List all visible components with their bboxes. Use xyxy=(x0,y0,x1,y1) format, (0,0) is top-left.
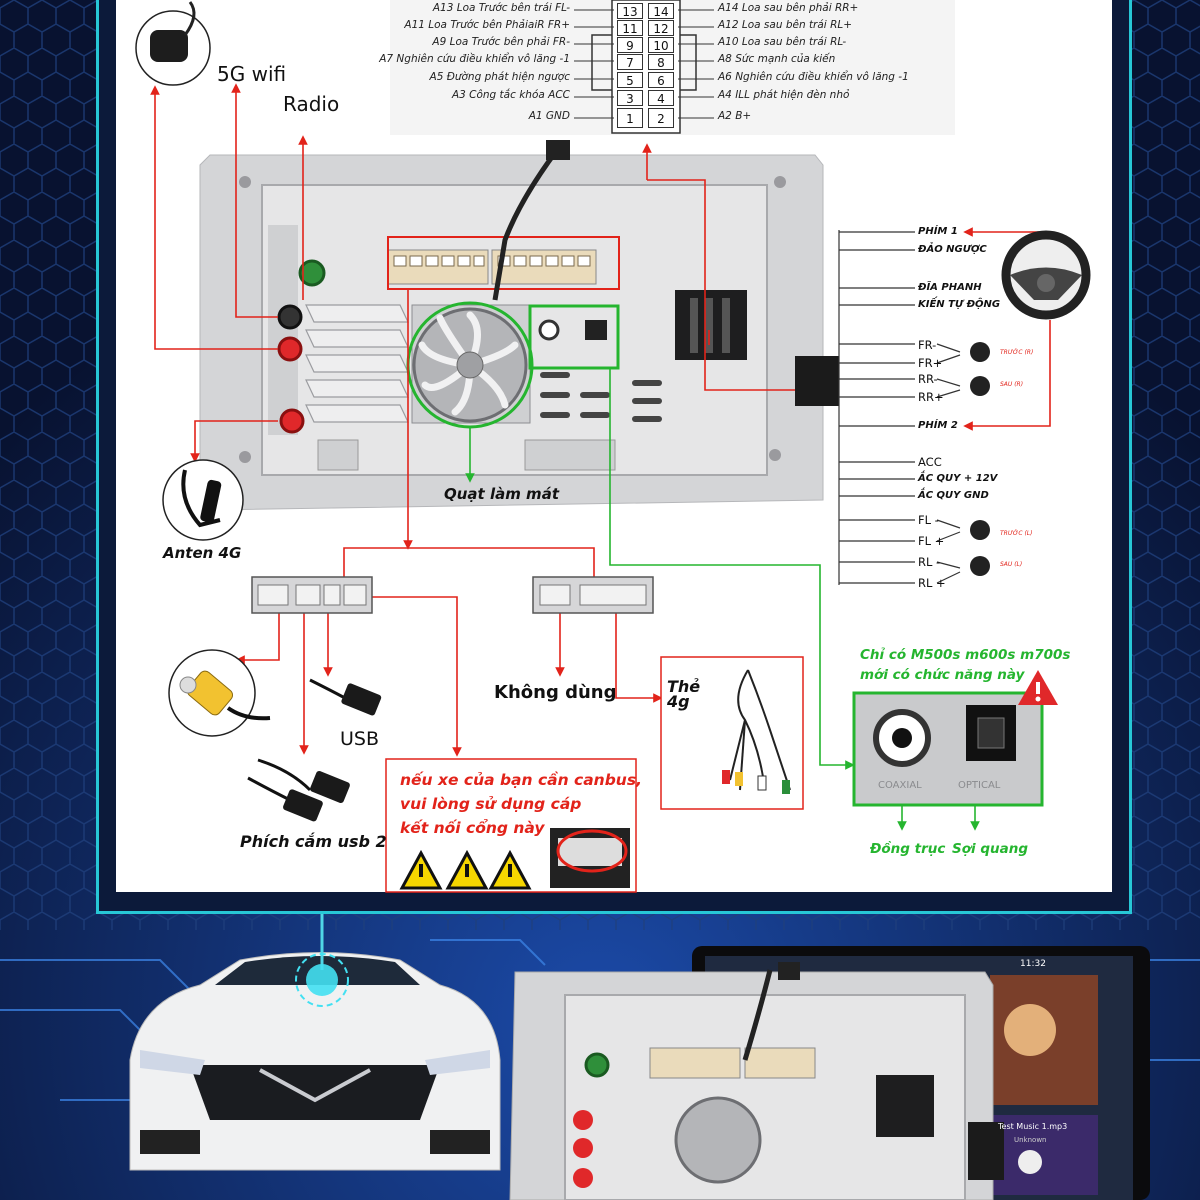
pin-label-a5: A5 Đường phát hiện ngược xyxy=(429,71,570,83)
harness-fr-minus: FR- xyxy=(918,338,937,352)
pin-number: 4 xyxy=(648,90,674,106)
pin-label-a12: A12 Loa sau bên trái RL+ xyxy=(718,19,853,31)
pin-number: 2 xyxy=(648,108,674,128)
pin-number: 10 xyxy=(648,37,674,53)
coaxial-label: Đồng trục xyxy=(870,841,946,857)
radio-label: Radio xyxy=(283,92,340,116)
harness-rr-plus: RR+ xyxy=(918,390,944,404)
harness-fr-plus: FR+ xyxy=(918,356,943,370)
aux-connector-right xyxy=(532,576,654,614)
canbus-note-1: nếu xe của bạn cần canbus, xyxy=(400,771,642,789)
pin-label-a2: A2 B+ xyxy=(718,110,752,122)
harness-rl-plus: RL + xyxy=(918,576,946,590)
pin-number: 6 xyxy=(648,72,674,88)
optical-label: Sợi quang xyxy=(952,841,1028,857)
usb-label: USB xyxy=(340,728,380,750)
rca-plug-icon xyxy=(168,649,271,737)
4g-cable-box xyxy=(660,656,804,810)
aux-connector-left xyxy=(251,576,373,614)
pin-label-a8: A8 Sức mạnh của kiến xyxy=(718,53,836,65)
pin-number: 9 xyxy=(617,37,643,53)
pin-label-a3: A3 Công tắc khóa ACC xyxy=(451,89,570,101)
pin-label-a4: A4 ILL phát hiện đèn nhỏ xyxy=(718,89,850,101)
lte-antenna-label: Anten 4G xyxy=(163,544,242,562)
pin-label-a9: A9 Loa Trước bên phải FR- xyxy=(432,36,570,48)
pin-number: 1 xyxy=(617,108,643,128)
canbus-note-3: kết nối cổng này xyxy=(400,819,545,837)
lte-antenna-icon xyxy=(162,459,244,541)
4g-card-label-2: 4g xyxy=(667,692,690,711)
harness-acc: ACC xyxy=(918,455,942,469)
pin-number: 11 xyxy=(617,20,643,36)
harness-key2: PHÍM 2 xyxy=(918,420,958,431)
fan-label: Quạt làm mát xyxy=(444,485,559,503)
car-image xyxy=(129,952,501,1171)
head-unit-back-bottom xyxy=(509,962,1004,1200)
wifi-antenna-icon xyxy=(135,1,211,86)
pin-label-a10: A10 Loa sau bên trái RL- xyxy=(718,36,847,48)
steering-wheel-icon xyxy=(1001,230,1091,320)
harness-plug xyxy=(795,356,839,406)
pin-label-a13: A13 Loa Trước bên trái FL- xyxy=(432,2,570,14)
pin-label-a7: A7 Nghiên cứu điều khiển vô lăng -1 xyxy=(379,53,570,65)
pin-number: 7 xyxy=(617,54,643,70)
audio-out-highlight xyxy=(528,304,620,370)
harness-auto-antenna: KIẾN TỰ ĐỘNG xyxy=(918,299,1001,310)
screen-artist: Unknown xyxy=(1014,1136,1047,1144)
harness-reverse: ĐẢO NGƯỢC xyxy=(918,244,987,255)
pin-number: 3 xyxy=(617,90,643,106)
warning-icon xyxy=(399,849,532,890)
not-used-label: Không dùng xyxy=(494,682,617,703)
harness-rl-minus: RL - xyxy=(918,555,941,569)
usb2-label: Phích cắm usb 2 xyxy=(240,832,387,851)
speaker-rear-right-label: SAU (R) xyxy=(1000,381,1024,388)
speaker-front-right-label: TRƯỚC (R) xyxy=(1000,349,1034,356)
harness-brake: ĐĨA PHANH xyxy=(918,282,982,293)
models-note-1: Chỉ có M500s m600s m700s xyxy=(860,647,1071,663)
harness-key1: PHÍM 1 xyxy=(918,226,958,237)
harness-fl-minus: FL - xyxy=(918,513,939,527)
pin-label-a1: A1 GND xyxy=(528,110,570,122)
pin-label-a14: A14 Loa sau bên phải RR+ xyxy=(718,2,859,14)
harness-rr-minus: RR- xyxy=(918,372,938,386)
pin-number: 5 xyxy=(617,72,643,88)
head-unit-back xyxy=(199,154,824,511)
4g-card-label: Thẻ xyxy=(667,677,701,696)
models-note-2: mới có chức năng này xyxy=(860,667,1025,683)
port-optical-label: OPTICAL xyxy=(958,780,1001,791)
speaker-front-left-label: TRƯỚC (L) xyxy=(1000,530,1033,537)
pin-number: 14 xyxy=(648,3,674,19)
harness-battery-gnd: ẮC QUY GND xyxy=(918,490,989,501)
port-coaxial-label: COAXIAL xyxy=(878,780,922,791)
pin-label-a6: A6 Nghiên cứu điều khiển vô lăng -1 xyxy=(718,71,909,83)
pin-label-a11: A11 Loa Trước bên PhảiaiR FR+ xyxy=(404,19,570,31)
screen-song-title: Test Music 1.mp3 xyxy=(998,1122,1068,1131)
speaker-rear-left-label: SAU (L) xyxy=(1000,561,1023,568)
harness-battery-12v: ẮC QUY + 12V xyxy=(918,473,998,484)
pin-number: 13 xyxy=(617,3,643,19)
canbus-note-2: vui lòng sử dụng cáp xyxy=(400,795,582,813)
harness-fl-plus: FL + xyxy=(918,534,945,548)
pin-number: 12 xyxy=(648,20,674,36)
screen-clock: 11:32 xyxy=(1020,959,1046,969)
pin-number: 8 xyxy=(648,54,674,70)
wifi-label: 5G wifi xyxy=(217,62,287,86)
